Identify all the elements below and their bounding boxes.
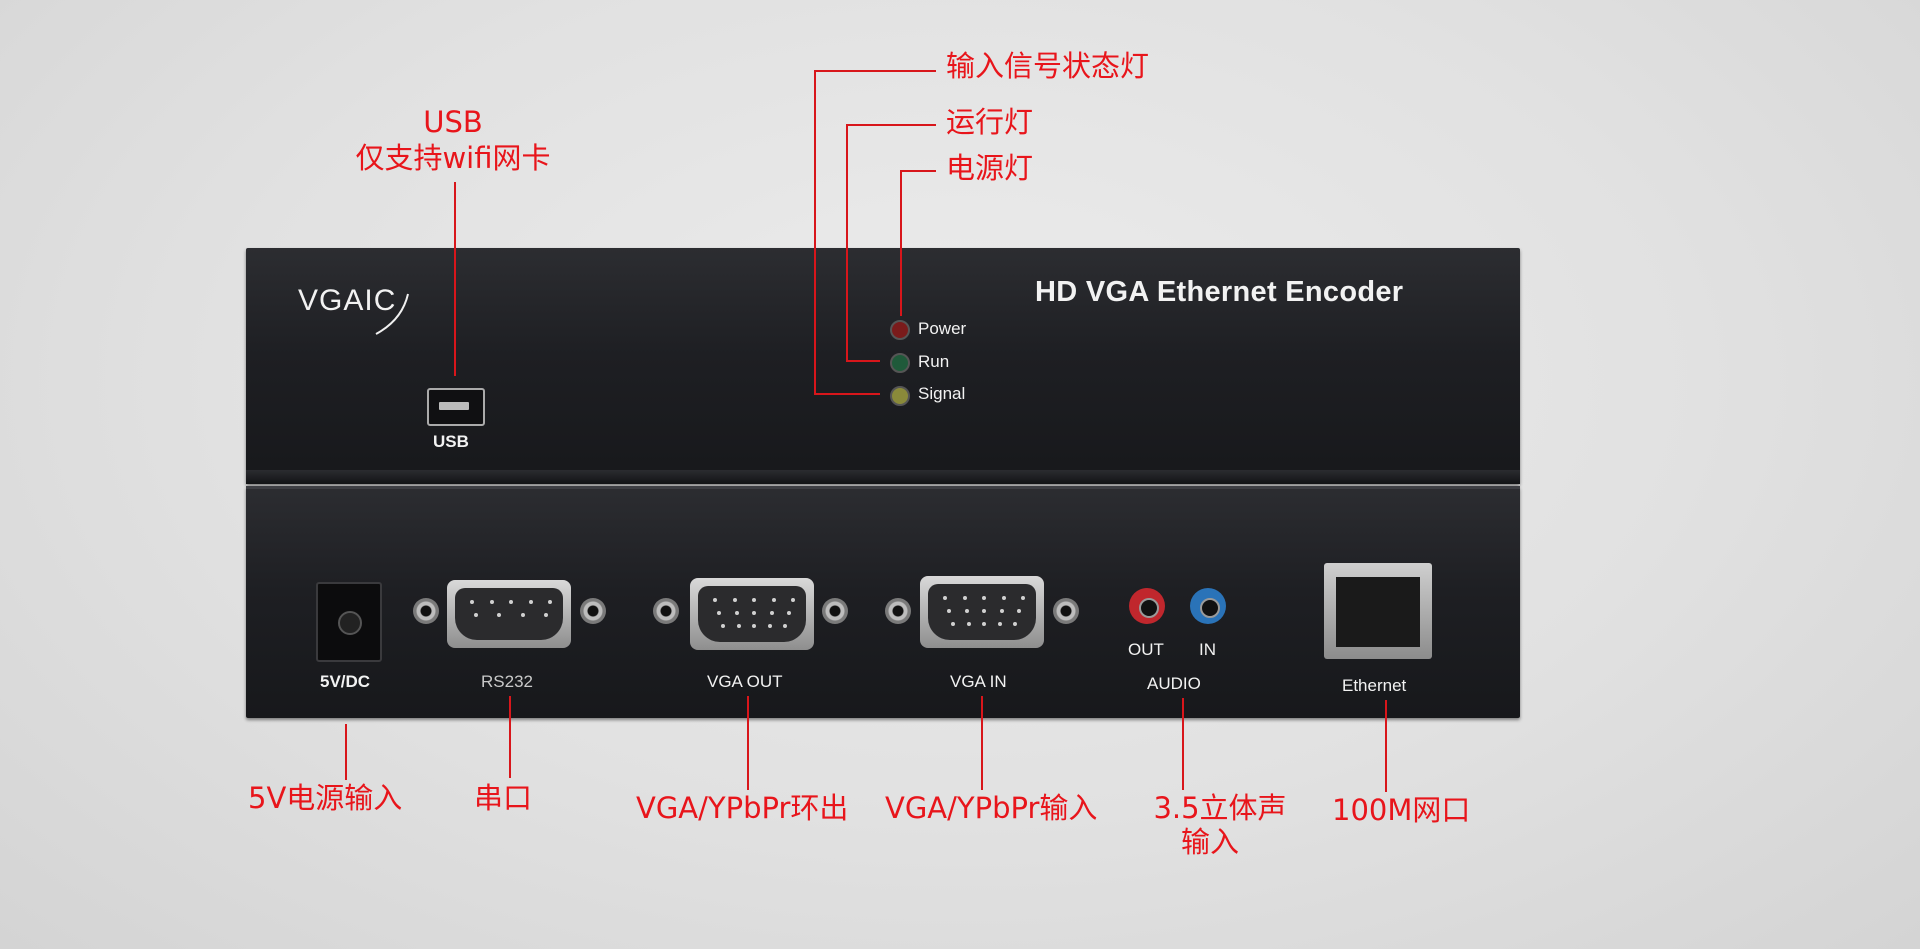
connector-pin (767, 624, 772, 628)
usb-callout-title: USB (423, 105, 483, 139)
signal-led-leader-line (814, 70, 816, 395)
connector-pin (771, 598, 776, 602)
connector-pin (947, 609, 951, 613)
dc-leader-line (345, 724, 347, 780)
dc-power-jack[interactable] (316, 582, 382, 662)
usb-port-label: USB (433, 432, 469, 451)
connector-pin (951, 622, 955, 626)
connector-pin (1001, 596, 1006, 600)
vga-in-port[interactable] (920, 576, 1044, 648)
connector-pin (736, 624, 741, 628)
connector-pin (997, 622, 1002, 626)
power-led-leader-line (900, 170, 936, 172)
rs232-leader-line (509, 696, 511, 778)
connector-pin (769, 611, 774, 615)
connector-pin (474, 613, 478, 617)
signal-led-label: Signal (918, 384, 966, 403)
connector-pin (721, 624, 725, 628)
run-led-callout: 运行灯 (946, 105, 1034, 139)
connector-pin (966, 622, 971, 626)
screw-icon (1053, 598, 1079, 624)
audio-in-jack[interactable] (1190, 588, 1226, 624)
run-led-leader-line (846, 360, 880, 362)
vga-out-callout: VGA/YPbPr环出 (636, 791, 849, 825)
power-led-callout: 电源灯 (946, 151, 1034, 185)
audio-out-jack[interactable] (1129, 588, 1165, 624)
vga-out-port[interactable] (690, 578, 814, 650)
connector-pin (1017, 609, 1021, 613)
connector-pin (943, 596, 947, 600)
usb-callout-desc: 仅支持wifi网卡 (355, 141, 551, 175)
power-led-leader-line (900, 170, 902, 316)
signal-led-leader-line (814, 70, 936, 72)
connector-pin (752, 624, 756, 628)
connector-pin (787, 611, 791, 615)
audio-in-label: IN (1199, 640, 1216, 659)
vga-out-leader-line (747, 696, 749, 790)
vga-in-port-label: VGA IN (950, 672, 1007, 691)
dc-port-label: 5V/DC (320, 672, 371, 691)
screw-icon (580, 598, 606, 624)
serial-port-callout: 串口 (474, 781, 533, 815)
connector-pin (717, 611, 721, 615)
connector-pin (791, 598, 795, 602)
connector-pin (783, 624, 787, 628)
connector-pin (752, 598, 756, 602)
connector-pin (497, 613, 502, 617)
run-led-leader-line (846, 124, 936, 126)
rs232-port[interactable] (447, 580, 571, 648)
encoder-front-top-panel (246, 248, 1520, 484)
connector-pin (732, 598, 737, 602)
power-input-callout: 5V电源输入 (248, 781, 403, 815)
ethernet-callout: 100M网口 (1332, 793, 1471, 827)
ethernet-port[interactable] (1324, 563, 1432, 659)
ethernet-leader-line (1385, 700, 1387, 792)
signal-led-leader-line (814, 393, 880, 395)
connector-pin (982, 622, 986, 626)
signal-led-callout: 输入信号状态灯 (946, 49, 1150, 83)
connector-pin (1013, 622, 1017, 626)
connector-pin (528, 600, 533, 604)
connector-pin (752, 611, 756, 615)
mini-usb-port[interactable] (427, 388, 485, 426)
connector-pin (962, 596, 967, 600)
vga-in-callout: VGA/YPbPr输入 (885, 791, 1098, 825)
connector-pin (520, 613, 525, 617)
connector-pin (470, 600, 474, 604)
connector-pin (982, 609, 986, 613)
connector-pin (548, 600, 552, 604)
connector-pin (544, 613, 548, 617)
screw-icon (822, 598, 848, 624)
connector-pin (509, 600, 513, 604)
ethernet-port-label: Ethernet (1342, 676, 1407, 695)
run-led-leader-line (846, 124, 848, 362)
signal-led-icon (890, 386, 910, 406)
connector-pin (982, 596, 986, 600)
connector-pin (734, 611, 739, 615)
usb-leader-line (454, 182, 456, 376)
vga-in-leader-line (981, 696, 983, 790)
audio-callout-line2: 输入 (1180, 825, 1239, 859)
audio-out-label: OUT (1128, 640, 1164, 659)
connector-pin (999, 609, 1004, 613)
vgaic-logo: VGAIC (298, 284, 397, 317)
connector-pin (713, 598, 717, 602)
audio-label: AUDIO (1147, 674, 1201, 693)
audio-callout-line1: 3.5立体声 (1153, 791, 1287, 825)
connector-pin (964, 609, 969, 613)
run-led-icon (890, 353, 910, 373)
rs232-port-label: RS232 (481, 672, 533, 691)
power-led-label: Power (918, 319, 967, 338)
device-title: HD VGA Ethernet Encoder (1035, 276, 1404, 308)
audio-leader-line (1182, 698, 1184, 790)
screw-icon (885, 598, 911, 624)
screw-icon (653, 598, 679, 624)
vga-out-port-label: VGA OUT (707, 672, 783, 691)
connector-pin (489, 600, 494, 604)
run-led-label: Run (918, 352, 950, 371)
screw-icon (413, 598, 439, 624)
logo-swoosh-icon (375, 293, 409, 335)
connector-pin (1021, 596, 1025, 600)
power-led-icon (890, 320, 910, 340)
